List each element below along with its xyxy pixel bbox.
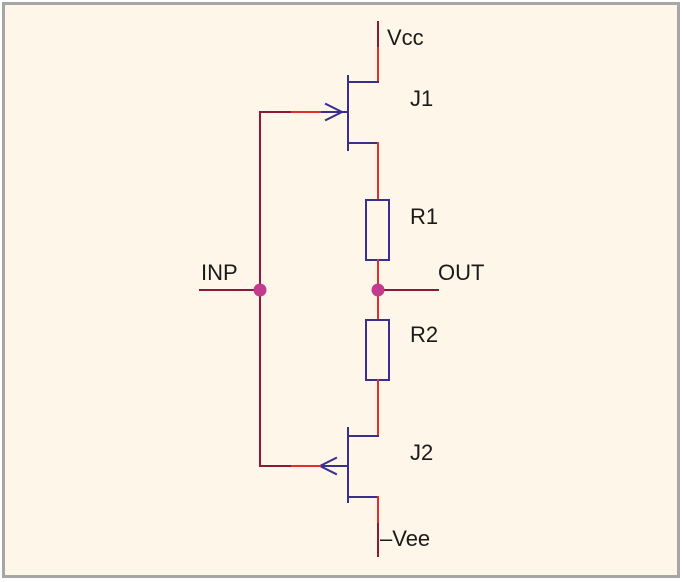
r1-label: R1 [410,204,438,229]
j1-gate-wire [259,111,321,291]
inp-label: INP [201,260,238,285]
j1-label: J1 [410,86,433,111]
resistor-r1 [365,199,390,261]
jfet-j1 [319,75,379,151]
vcc-label: Vcc [387,25,424,50]
vee-label: –Vee [380,526,430,551]
j2-gate-wire [259,289,321,467]
input-junction-dot [253,283,267,297]
r2-label: R2 [410,322,438,347]
jfet-j2 [317,427,379,503]
out-label: OUT [438,260,484,285]
output-junction-dot [371,283,385,297]
resistor-r2 [365,319,390,381]
j2-label: J2 [410,440,433,465]
